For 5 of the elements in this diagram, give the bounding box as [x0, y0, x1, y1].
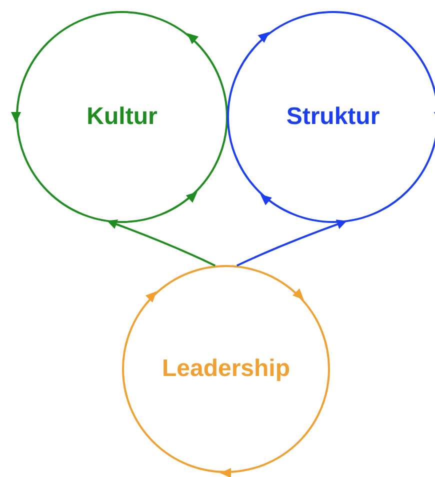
arrow	[108, 220, 216, 266]
node-label: Struktur	[286, 103, 380, 131]
node-label: Kultur	[86, 103, 158, 131]
arrow	[236, 220, 346, 266]
node-label: Leadership	[162, 355, 290, 383]
